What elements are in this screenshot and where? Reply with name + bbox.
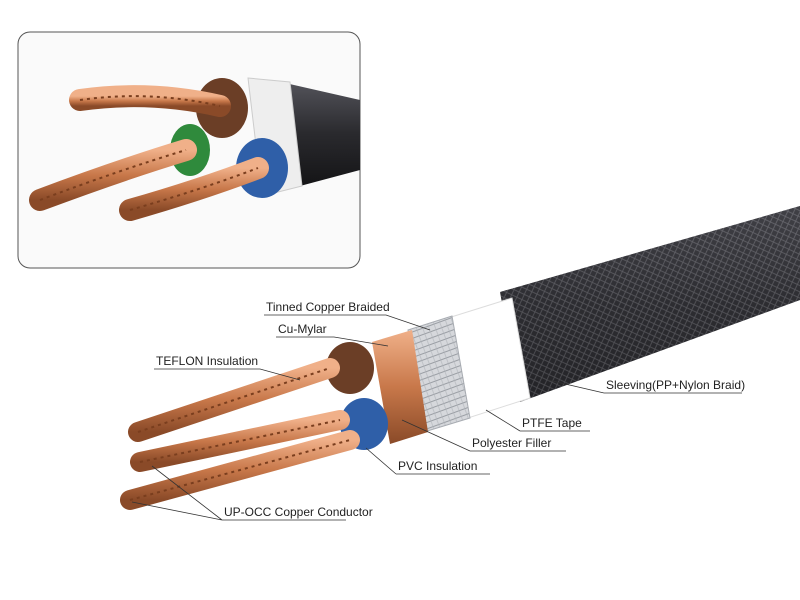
- leader-conductor: [131, 465, 346, 521]
- label-cu-mylar: Cu-Mylar: [278, 322, 327, 336]
- leader-pvc-insulation: [365, 447, 490, 475]
- brown-insulated-core: [326, 342, 374, 394]
- label-polyester-filler: Polyester Filler: [472, 436, 552, 450]
- leader-lines: [131, 314, 742, 521]
- leader-tinned-copper-braided: [264, 314, 431, 331]
- leader-polyester-filler: [401, 419, 566, 452]
- label-pvc-insulation: PVC Insulation: [398, 459, 478, 473]
- inset-copper-conductors: [29, 85, 269, 221]
- leader-sleeving: [547, 379, 742, 394]
- label-conductor: UP-OCC Copper Conductor: [224, 505, 373, 519]
- main-cable: [120, 206, 800, 510]
- label-teflon-insulation: TEFLON Insulation: [156, 354, 259, 368]
- label-ptfe-tape: PTFE Tape: [522, 416, 582, 430]
- copper-conductors: [120, 358, 360, 510]
- label-sleeving: Sleeving(PP+Nylon Braid): [606, 378, 746, 392]
- leader-ptfe-tape: [485, 409, 590, 432]
- label-tinned-copper-braided: Tinned Copper Braided: [266, 300, 390, 314]
- inset-closeup: [17, 31, 361, 269]
- leader-cu-mylar: [276, 336, 389, 347]
- leader-teflon-insulation: [154, 368, 301, 381]
